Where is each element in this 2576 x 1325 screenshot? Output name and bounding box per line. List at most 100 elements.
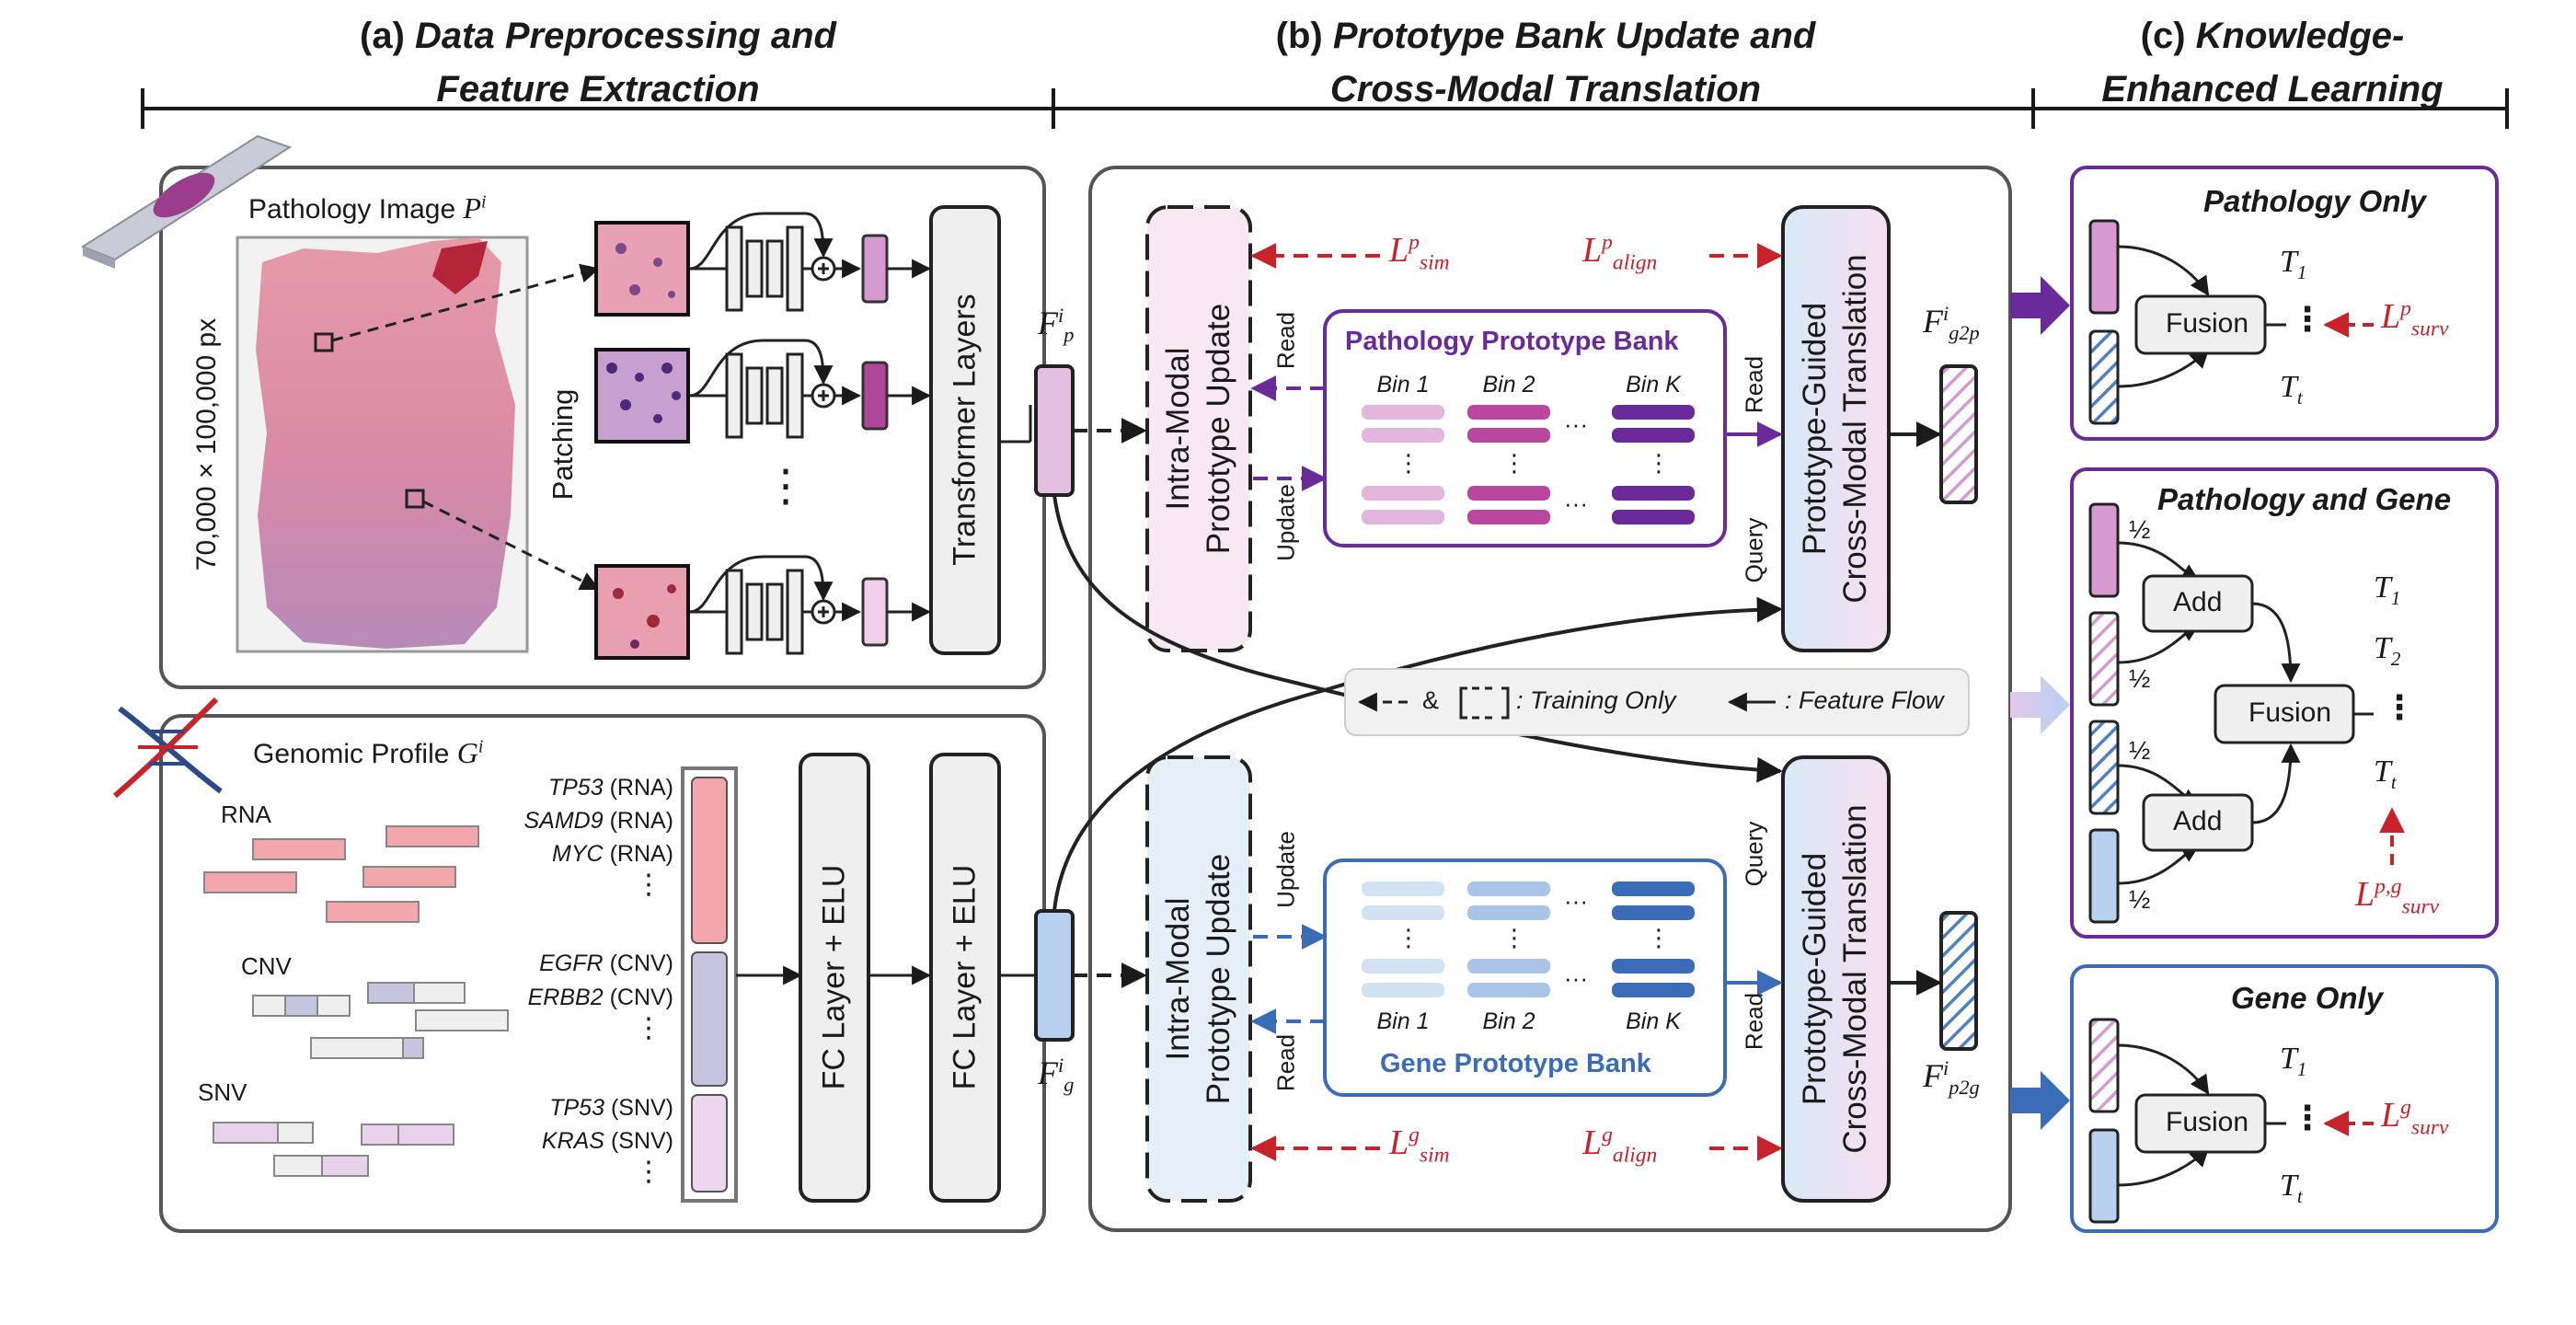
loss-surv-g: Lgsurv	[2381, 1095, 2449, 1140]
fg-token	[1034, 909, 1075, 1042]
header-a: (a) Data Preprocessing and Feature Extra…	[360, 16, 836, 109]
half-3: ½	[2129, 736, 2151, 765]
genomic-profile-label: Genomic Profile Gi	[253, 736, 484, 769]
fg-label: Fig	[1038, 1054, 1075, 1097]
read-label-pgt-top: Read	[1740, 355, 1768, 414]
t1-label-3: T1	[2280, 1042, 2307, 1080]
gene-tp53-snv: TP53 (SNV)	[549, 1095, 673, 1121]
fg2p-label: Fig2p	[1923, 302, 1980, 345]
fc-box-2	[929, 753, 1001, 1203]
curve-fp-to-bottom-query	[1052, 494, 1783, 783]
patch-token-2	[861, 361, 889, 431]
patch-images	[594, 221, 690, 660]
gene-vector-frame	[681, 766, 738, 1203]
header-b: (b) Prototype Bank Update and Cross-Moda…	[1275, 16, 1816, 109]
loss-sim-p: Lpsim	[1389, 230, 1450, 275]
legend-feature: : Feature Flow	[1785, 686, 1944, 714]
fc-label-1: FC Layer + ELU	[816, 864, 852, 1090]
header-c: (c) Knowledge- Enhanced Learning	[2101, 16, 2444, 109]
transformer-box	[929, 205, 1001, 655]
path-bank-vdots-1: ⋮	[1397, 449, 1420, 477]
pgt-box-bottom	[1781, 755, 1891, 1203]
gene-egfr-cnv: EGFR (CNV)	[539, 951, 673, 976]
gene-bank-vdots-3: ⋮	[1647, 924, 1671, 951]
cnv-label: CNV	[241, 952, 292, 980]
pathology-image-label: Pathology Image Pi	[248, 191, 487, 225]
update-label-path: Update	[1271, 484, 1300, 561]
arrow-to-path-only	[2010, 276, 2070, 335]
gene-vector-rna	[691, 777, 728, 944]
transformer-label: Transformer Layers	[947, 294, 983, 566]
path-bin-2: Bin 2	[1482, 372, 1535, 398]
add-label-1: Add	[2173, 587, 2223, 617]
patching-label: Patching	[546, 388, 579, 501]
gene-vector-snv	[691, 1094, 728, 1192]
add-label-2: Add	[2173, 806, 2223, 836]
gene-bank-vdots-1: ⋮	[1397, 924, 1420, 951]
patch-token-3	[861, 577, 889, 647]
fusion-label-1: Fusion	[2166, 308, 2249, 339]
fusion-label-3: Fusion	[2166, 1107, 2249, 1137]
query-label-pgt-top: Query	[1740, 517, 1768, 583]
gene-bank-ellipsis-2: ···	[1564, 964, 1588, 992]
patch-token-1	[861, 234, 889, 304]
dna-helix	[113, 697, 223, 799]
gene-myc-rna: MYC (RNA)	[552, 841, 673, 867]
gene-bank-title: Gene Prototype Bank	[1380, 1049, 1651, 1078]
path-bank-title: Pathology Prototype Bank	[1345, 327, 1679, 356]
gene-tp53-rna: TP53 (RNA)	[547, 775, 673, 801]
t-dots-2: ⋮	[2383, 688, 2416, 726]
fc-box-1	[799, 753, 870, 1203]
fg2p-token	[1939, 364, 1978, 504]
path-gene-title: Pathology and Gene	[2157, 482, 2452, 516]
fp-label: Fip	[1038, 304, 1075, 347]
t2-label-2: T2	[2374, 631, 2401, 670]
gene-bin-2: Bin 2	[1482, 1008, 1535, 1034]
path-bin-k: Bin K	[1626, 372, 1681, 398]
header-bracket	[141, 88, 2509, 129]
curve-fg-to-top-query	[1052, 596, 1783, 912]
gene-bin-1: Bin 1	[1376, 1008, 1430, 1034]
update-label-gene: Update	[1271, 831, 1300, 908]
wsi-tissue	[256, 237, 515, 649]
fp2g-label: Fip2g	[1923, 1056, 1980, 1100]
snv-bars	[213, 1122, 454, 1177]
path-bin-1: Bin 1	[1376, 372, 1430, 398]
loss-align-g: Lgalign	[1582, 1123, 1658, 1168]
gene-dots-2: ⋮	[635, 1013, 662, 1043]
fp2g-token	[1939, 911, 1978, 1051]
snv-label: SNV	[198, 1078, 247, 1106]
gene-bank-ellipsis-1: ···	[1564, 887, 1588, 915]
encoder-blocks	[689, 212, 862, 655]
t-dots-3: ⋮	[2291, 1099, 2324, 1136]
gene-only-title: Gene Only	[2231, 981, 2384, 1015]
gene-dots-1: ⋮	[635, 870, 662, 900]
tt-label-3: Tt	[2280, 1169, 2303, 1207]
t1-label-1: T1	[2280, 245, 2307, 283]
gene-bank-vdots-2: ⋮	[1502, 924, 1526, 951]
legend-box	[1344, 668, 1970, 736]
path-bank-ellipsis-2: ···	[1564, 490, 1588, 517]
path-bank-vdots-2: ⋮	[1502, 449, 1526, 477]
tt-label-2: Tt	[2374, 755, 2397, 793]
arrow-to-gene-only	[2010, 1071, 2070, 1130]
glass-slide	[80, 134, 293, 269]
gene-vector-cnv	[691, 951, 728, 1087]
wsi-dimensions: 70,000 × 100,000 px	[191, 317, 222, 571]
loss-surv-pg: Lp,gsurv	[2355, 874, 2440, 919]
path-only-title: Pathology Only	[2203, 184, 2427, 218]
t1-label-2: T1	[2374, 570, 2401, 609]
loss-align-p: Lpalign	[1582, 230, 1658, 275]
intra-modal-path-box	[1145, 205, 1252, 652]
loss-sim-g: Lgsim	[1389, 1123, 1450, 1168]
pgt-box-top	[1781, 205, 1891, 652]
intra-modal-gene-box	[1145, 755, 1252, 1203]
tt-label-1: Tt	[2280, 370, 2303, 409]
read-label-gene: Read	[1271, 1033, 1300, 1092]
half-4: ½	[2129, 885, 2151, 914]
fc-label-2: FC Layer + ELU	[947, 864, 983, 1090]
path-bank-vdots-3: ⋮	[1647, 449, 1671, 477]
